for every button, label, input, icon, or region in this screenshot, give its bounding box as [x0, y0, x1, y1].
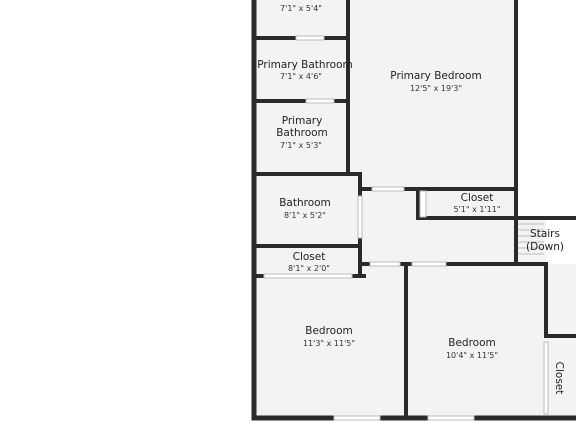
room-labels: 7'1" x 5'4" Primary Bathroom 7'1" x 4'6"… — [257, 4, 565, 394]
stairs-treads — [518, 223, 544, 255]
stairs-name-line2: (Down) — [526, 241, 564, 253]
bathroom-name: Bathroom — [279, 197, 331, 209]
closet-hall-dims: 8'1" x 2'0" — [288, 264, 330, 273]
openings — [263, 35, 549, 421]
walls — [251, 0, 576, 421]
primary-bathroom-2-name-line2: Bathroom — [276, 127, 328, 139]
bedroom-2-dims: 10'4" x 11'5" — [446, 351, 498, 360]
bedroom-2-name: Bedroom — [448, 337, 496, 349]
top-room-dims: 7'1" x 5'4" — [280, 4, 322, 13]
primary-bedroom-dims: 12'5" x 19'3" — [410, 84, 462, 93]
closet-primary-dims: 5'1" x 1'11" — [453, 205, 500, 214]
bedroom-1-name: Bedroom — [305, 325, 353, 337]
bedroom-1-dims: 11'3" x 11'5" — [303, 339, 355, 348]
bathroom-dims: 8'1" x 5'2" — [284, 211, 326, 220]
stairs-name-line1: Stairs — [530, 228, 560, 240]
primary-bathroom-2-name-line1: Primary — [282, 115, 323, 127]
primary-bathroom-dims: 7'1" x 4'6" — [280, 72, 322, 81]
closet-primary-name: Closet — [461, 192, 494, 204]
closet-right-name: Closet — [553, 362, 565, 395]
primary-bathroom-2-dims: 7'1" x 5'3" — [280, 141, 322, 150]
primary-bedroom-name: Primary Bedroom — [390, 70, 481, 82]
closet-hall-name: Closet — [293, 251, 326, 263]
primary-bathroom-name: Primary Bathroom — [257, 59, 352, 71]
